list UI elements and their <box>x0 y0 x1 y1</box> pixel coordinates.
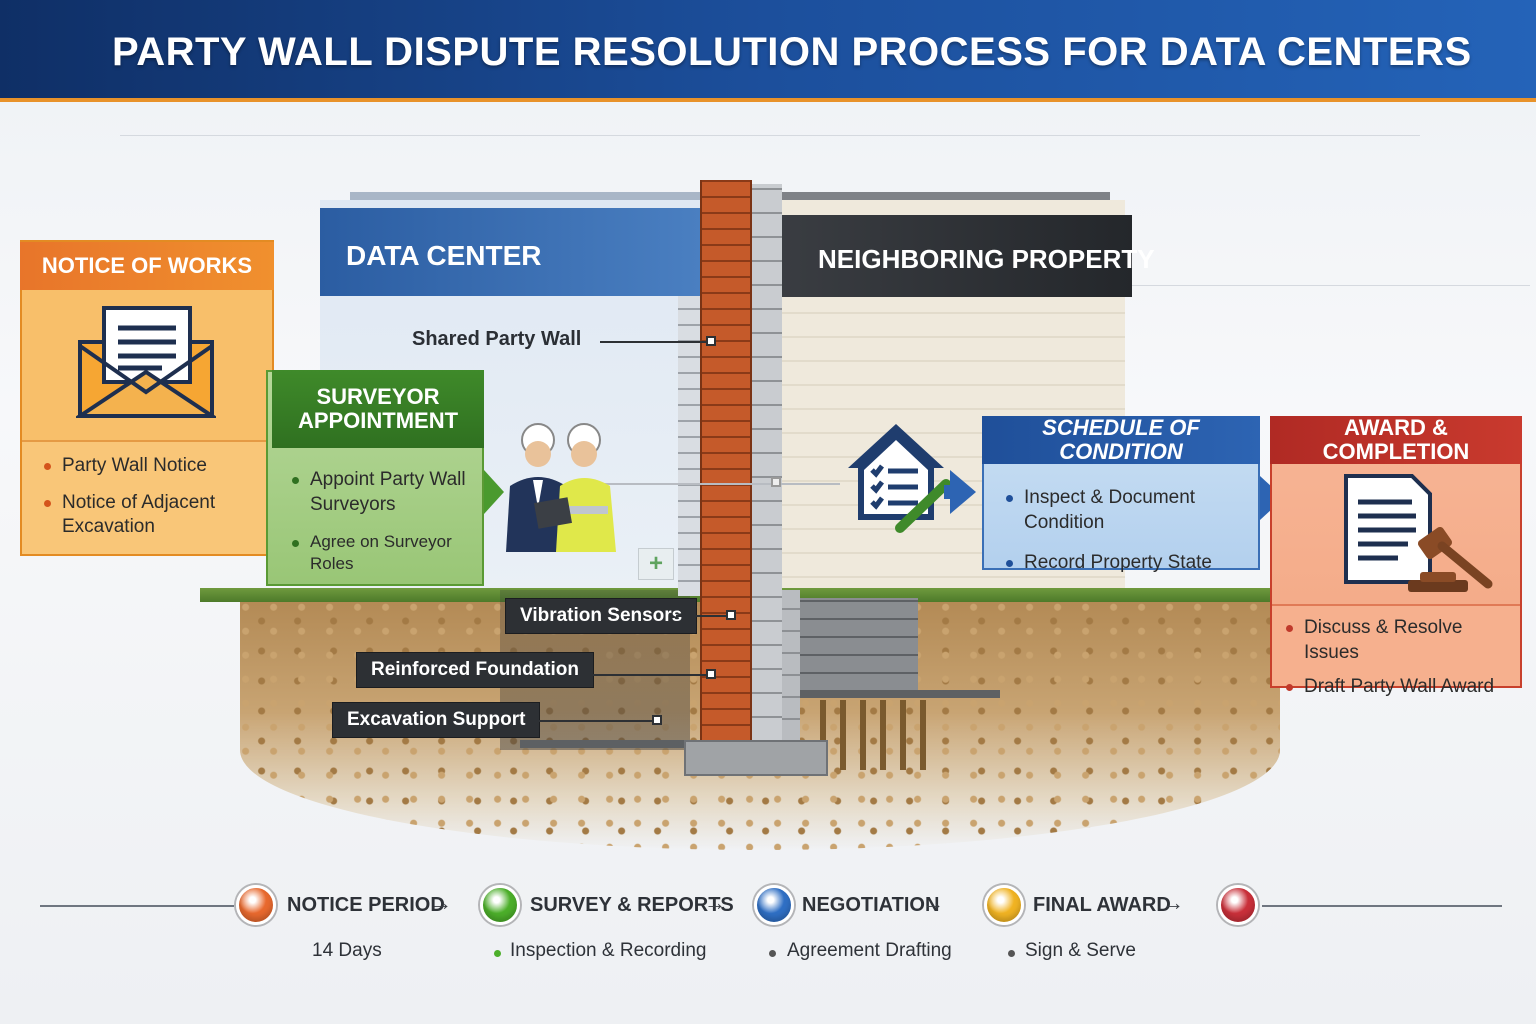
brick-party-wall <box>700 180 752 740</box>
neighbor-foundation <box>800 598 918 690</box>
excavation-connector <box>526 720 656 722</box>
arrow-icon <box>484 470 504 514</box>
vibration-connector <box>676 615 728 617</box>
schedule-of-condition-title: SCHEDULE OF CONDITION <box>982 415 1260 464</box>
bullet-dot <box>1008 950 1015 957</box>
support-beam <box>800 690 1000 698</box>
connector-end <box>771 477 781 487</box>
neighboring-banner <box>780 215 1132 297</box>
arrow-icon: → <box>430 890 452 915</box>
shared-wall-connector <box>600 341 708 343</box>
list-item: Party Wall Notice <box>40 454 266 479</box>
connector-end <box>652 715 662 725</box>
timeline-step-2-sub: Inspection & Recording <box>510 940 707 961</box>
data-center-label: DATA CENTER <box>346 240 542 271</box>
house-checklist-icon <box>848 424 951 533</box>
reinforced-connector <box>580 674 710 676</box>
timeline-line <box>40 905 234 907</box>
bullet-dot <box>769 950 776 957</box>
arrow-tail <box>944 485 954 499</box>
list-item: Discuss & Resolve Issues <box>1282 616 1520 665</box>
list-item: Draft Party Wall Award <box>1282 675 1520 700</box>
excavation-support-label: Excavation Support <box>332 702 541 738</box>
reinforced-foundation-label: Reinforced Foundation <box>356 652 594 688</box>
wall-connector <box>780 483 840 485</box>
arrow-icon: → <box>704 890 726 915</box>
list-item: Agree on Surveyor Roles <box>288 531 478 575</box>
support-piles <box>820 700 940 770</box>
arrow-icon: → <box>1162 890 1184 915</box>
data-center-column <box>678 296 700 596</box>
notice-list: Party Wall Notice Notice of Adjacent Exc… <box>40 454 266 540</box>
surveyor-appointment-title: SURVEYOR APPOINTMENT <box>272 370 484 448</box>
timeline-line <box>1262 905 1502 907</box>
arrow-icon: → <box>922 890 944 915</box>
award-completion-title: AWARD & COMPLETION <box>1270 415 1522 464</box>
notice-of-works-title: NOTICE OF WORKS <box>20 242 274 290</box>
timeline-step-3-label: NEGOTIATION <box>802 894 940 916</box>
schedule-list: Inspect & Document Condition Record Prop… <box>1002 486 1258 576</box>
timeline-step-3-icon <box>754 885 794 925</box>
plus-icon: + <box>638 548 674 580</box>
vibration-sensors-label: Vibration Sensors <box>505 598 698 634</box>
timeline-step-2-label: SURVEY & REPORTS <box>530 894 734 916</box>
timeline-step-1-sub: 14 Days <box>312 940 382 961</box>
timeline-step-2-icon <box>480 885 520 925</box>
wall-footing <box>684 740 828 776</box>
timeline-step-1-label: NOTICE PERIOD <box>287 894 445 916</box>
list-item: Inspect & Document Condition <box>1002 486 1258 535</box>
surveyor-list: Appoint Party Wall Surveyors Agree on Su… <box>288 468 478 576</box>
connector-end <box>706 669 716 679</box>
timeline-step-4-icon <box>984 885 1024 925</box>
award-list: Discuss & Resolve Issues Draft Party Wal… <box>1282 616 1520 700</box>
wall-connector <box>586 483 776 485</box>
connector-end <box>726 610 736 620</box>
bullet-dot <box>494 950 501 957</box>
shared-wall-label: Shared Party Wall <box>412 328 582 350</box>
block-party-wall <box>752 184 782 740</box>
list-item: Notice of Adjacent Excavation <box>40 491 266 540</box>
list-item: Appoint Party Wall Surveyors <box>288 468 478 517</box>
surveyors-icon <box>506 423 616 552</box>
envelope-icon <box>76 306 216 418</box>
header-bar <box>0 0 1536 102</box>
neighboring-label: NEIGHBORING PROPERTY <box>818 244 1155 274</box>
page-title: PARTY WALL DISPUTE RESOLUTION PROCESS FO… <box>112 30 1472 74</box>
notice-list-area <box>22 440 272 554</box>
list-item: Record Property State <box>1002 551 1258 576</box>
timeline-step-3-sub: Agreement Drafting <box>787 940 952 961</box>
timeline-step-4-label: FINAL AWARD <box>1033 894 1171 916</box>
background-line <box>1130 285 1530 286</box>
background-line <box>120 135 1420 136</box>
timeline-step-4-sub: Sign & Serve <box>1025 940 1136 961</box>
support-beam <box>520 740 690 748</box>
timeline-step-5-icon <box>1218 885 1258 925</box>
award-list-area <box>1272 604 1520 686</box>
connector-end <box>706 336 716 346</box>
data-center-banner <box>320 208 700 296</box>
document-gavel-icon <box>1344 474 1493 592</box>
timeline-step-1-icon <box>236 885 276 925</box>
arrow-icon <box>950 470 976 514</box>
